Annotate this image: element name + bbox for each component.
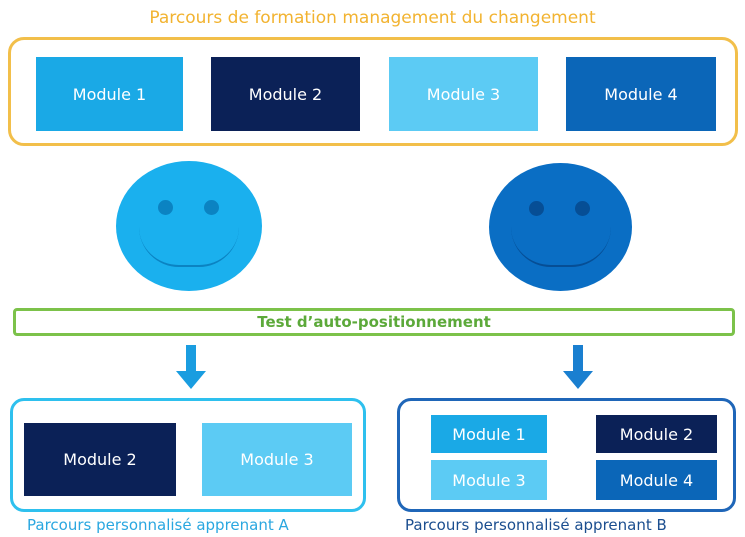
module-3-box: Module 3: [389, 57, 538, 131]
path-b-caption: Parcours personnalisé apprenant B: [405, 516, 667, 534]
path-b-frame: [397, 398, 736, 512]
module-2-box: Module 2: [211, 57, 360, 131]
training-path-frame: [8, 37, 738, 146]
eye-icon: [529, 201, 544, 216]
path-a-module-2: Module 2: [24, 423, 176, 496]
learner-a-face-icon: [116, 161, 262, 291]
eye-icon: [158, 200, 173, 215]
diagram-title: Parcours de formation management du chan…: [149, 8, 596, 28]
path-b-module-2: Module 2: [596, 415, 717, 453]
learner-b-face-icon: [489, 163, 632, 291]
eye-icon: [575, 201, 590, 216]
path-b-module-4: Module 4: [596, 460, 717, 500]
arrow-down-icon: [176, 345, 206, 389]
eye-icon: [204, 200, 219, 215]
module-1-box: Module 1: [36, 57, 183, 131]
smile-icon: [511, 227, 611, 267]
path-a-frame: [10, 398, 366, 512]
smile-icon: [139, 227, 239, 267]
path-a-module-3: Module 3: [202, 423, 352, 496]
module-4-box: Module 4: [566, 57, 716, 131]
path-a-caption: Parcours personnalisé apprenant A: [27, 516, 289, 534]
path-b-module-3: Module 3: [431, 460, 547, 500]
self-assessment-test-bar: Test d’auto-positionnement: [13, 308, 735, 336]
arrow-down-icon: [563, 345, 593, 389]
path-b-module-1: Module 1: [431, 415, 547, 453]
